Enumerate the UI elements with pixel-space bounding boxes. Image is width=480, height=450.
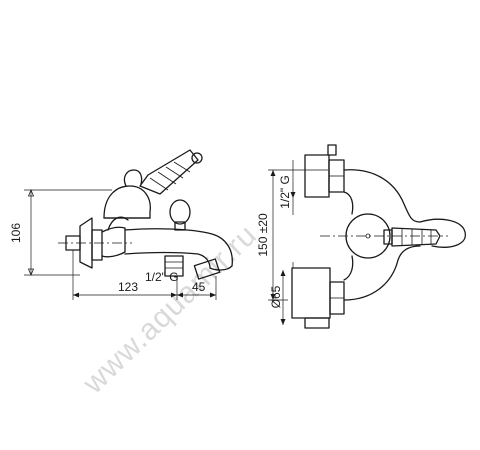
diameter-label: Ø65	[269, 285, 283, 308]
lever-handle	[139, 149, 203, 195]
height-label: 106	[9, 223, 23, 243]
faucet-body	[101, 169, 151, 258]
length-dimension	[72, 250, 217, 300]
length-label: 123	[118, 280, 138, 294]
spout	[124, 228, 233, 280]
top-inlet-flange	[304, 144, 345, 198]
thread-label-front: 1/2" G	[278, 175, 292, 209]
centers-label: 150 ±20	[256, 213, 270, 257]
height-dimension	[24, 188, 112, 277]
watermark-text: www.aquamir.ru	[76, 218, 263, 400]
front-handle	[383, 218, 466, 248]
centers-dimension	[270, 170, 276, 300]
diverter-knob	[169, 199, 191, 231]
side-view: 106	[9, 149, 233, 300]
front-view: 150 ±20 1/2" G Ø65	[256, 144, 466, 329]
thread-label-side: 1/2" G	[145, 270, 179, 284]
thread-dimension	[290, 160, 296, 198]
bottom-inlet-flange	[291, 267, 345, 329]
diameter-dimension	[280, 270, 286, 325]
front-body	[343, 169, 421, 301]
spout-length-label: 45	[192, 280, 206, 294]
